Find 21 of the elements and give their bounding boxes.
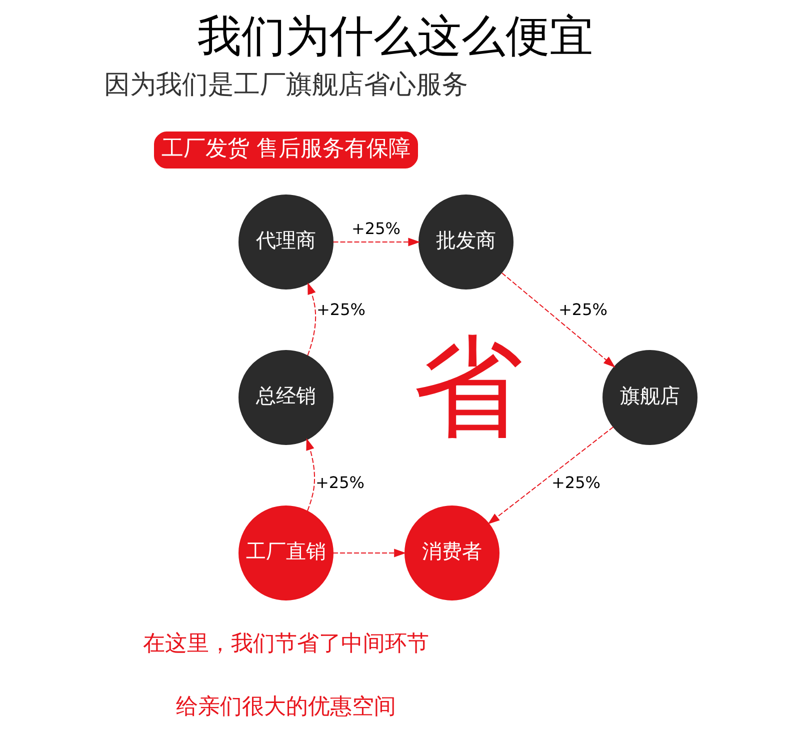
edge-label: +25%	[316, 300, 365, 319]
edge-label: +25%	[351, 218, 400, 238]
edge-label: +25%	[558, 300, 607, 319]
node-circle: 批发商	[418, 194, 513, 290]
arrow	[332, 548, 406, 558]
label: 因为我们是工厂旗舰店省心服务	[104, 70, 468, 100]
node-circle: 工厂直销	[238, 506, 333, 600]
edge-label: +25%	[315, 472, 364, 492]
label: 在这里，我们节省了中间环节	[142, 632, 428, 657]
label: 工厂发货 售后服务有保障	[161, 136, 410, 162]
arrow	[332, 238, 420, 246]
label: 给亲们很大的优惠空间	[176, 694, 396, 720]
node-circle: 总经销	[238, 350, 333, 445]
diagram-title: 我们为什么这么便宜	[197, 11, 593, 62]
node-circle: 代理商	[238, 194, 333, 290]
arrow	[306, 282, 316, 356]
arrow	[500, 272, 615, 368]
label: 省	[412, 323, 522, 451]
arrow	[487, 426, 614, 524]
arrow	[306, 438, 315, 512]
edge-label: +25%	[551, 472, 600, 492]
